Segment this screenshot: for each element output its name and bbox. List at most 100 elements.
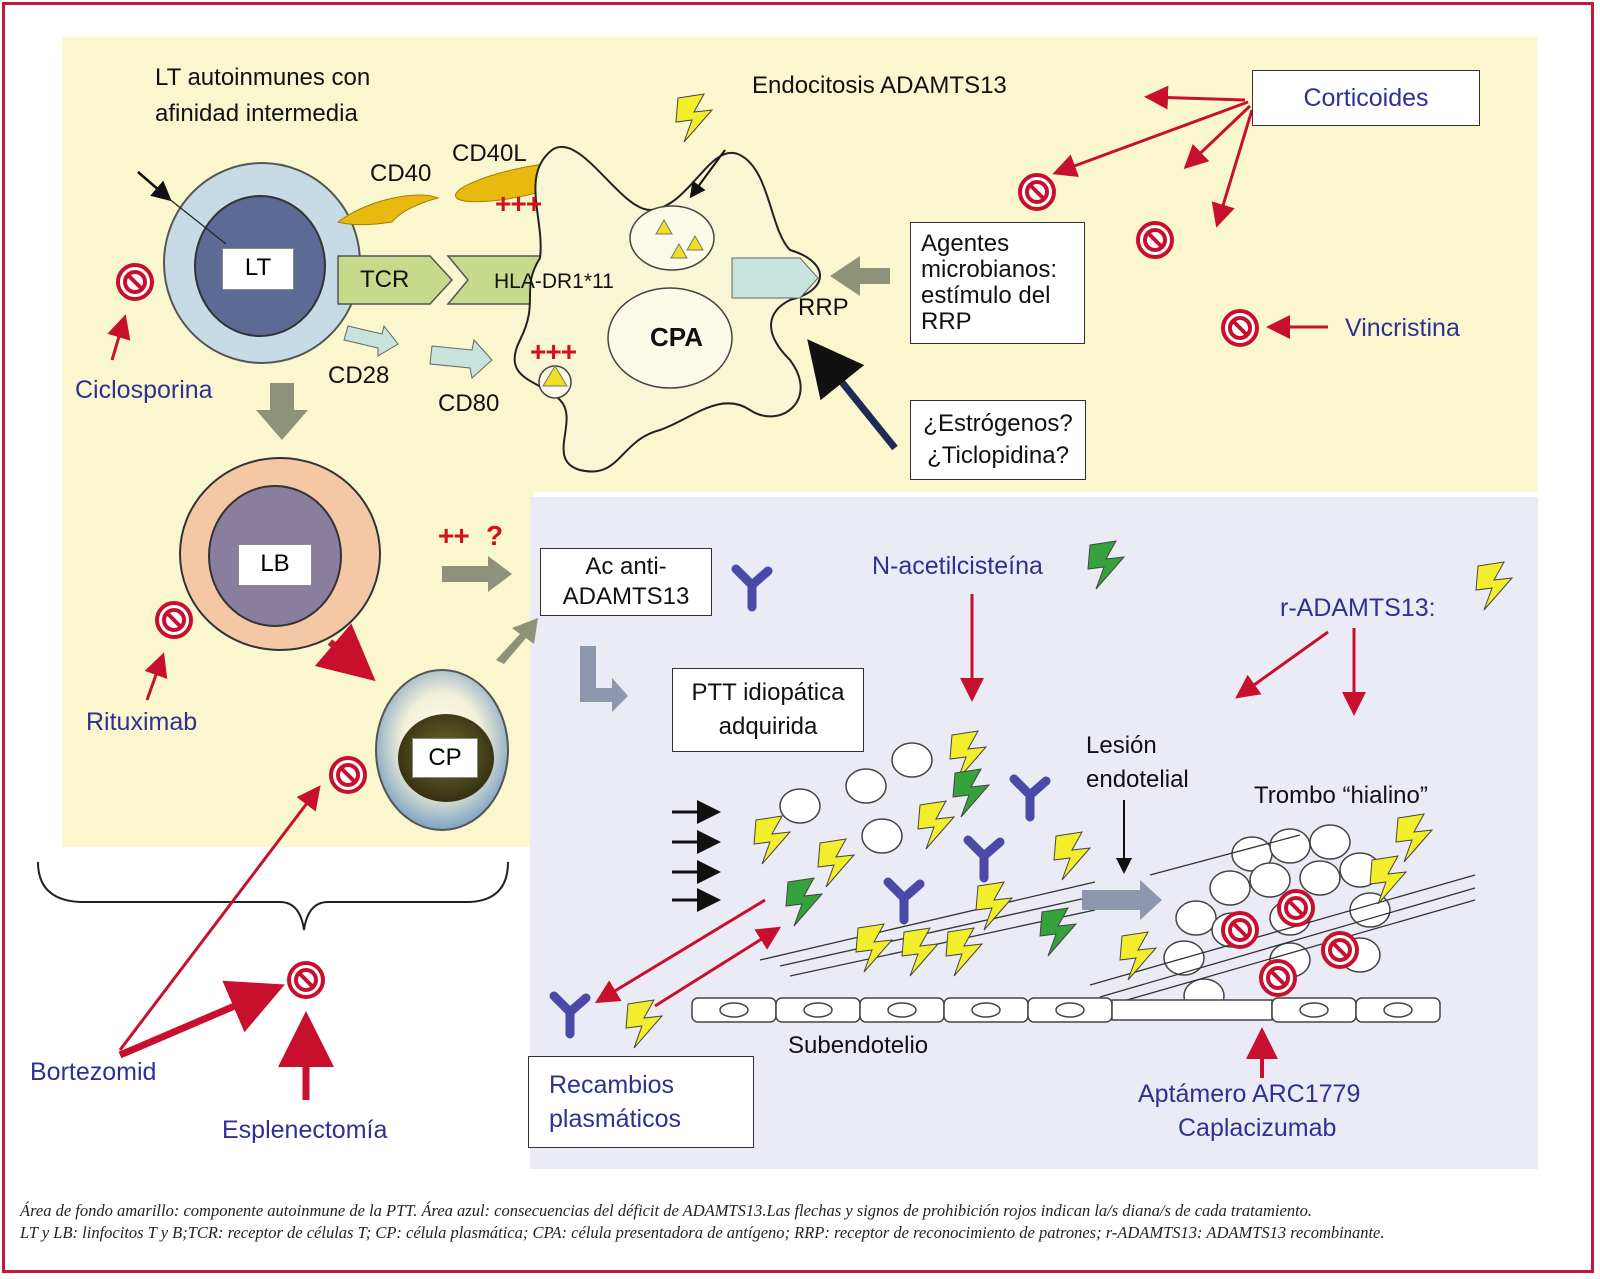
agents-box: Agentes microbianos: estímulo del RRP bbox=[910, 222, 1085, 344]
inhibition-icon bbox=[155, 601, 193, 639]
endothelium bbox=[691, 997, 1441, 1023]
vincristina-label: Vincristina bbox=[1345, 314, 1460, 342]
lt-pointer-line bbox=[167, 197, 227, 245]
ac-line: Ac anti- bbox=[585, 553, 667, 580]
cd28-label: CD28 bbox=[328, 362, 390, 389]
triangle-icon bbox=[670, 242, 688, 259]
rituximab-arrow bbox=[144, 652, 168, 701]
corticoides-arrow bbox=[1052, 100, 1249, 178]
cp-to-ac-arrow bbox=[496, 618, 538, 664]
ciclosporina-arrow bbox=[107, 314, 131, 361]
lightning-icon bbox=[675, 93, 713, 143]
cd40-label: CD40 bbox=[370, 160, 432, 187]
rituximab-label: Rituximab bbox=[86, 708, 198, 736]
recambios-box: Recambios plasmáticos bbox=[528, 1056, 754, 1148]
antibody-icon bbox=[736, 569, 768, 607]
cd40-shape bbox=[336, 194, 440, 226]
lt-title-line1: LT autoinmunes con bbox=[155, 64, 371, 91]
inhibition-icon bbox=[1221, 911, 1259, 949]
estrogen-box: ¿Estrógenos? ¿Ticlopidina? bbox=[910, 400, 1086, 480]
rrp-label: RRP bbox=[798, 294, 849, 321]
ptt-box: PTT idiopática adquirida bbox=[672, 668, 864, 752]
ac-box: Ac anti- ADAMTS13 bbox=[540, 548, 712, 616]
agents-line: RRP bbox=[921, 308, 972, 335]
inhibition-icon bbox=[1221, 309, 1259, 347]
plus-lb: ++ bbox=[438, 520, 470, 551]
ptt-line: PTT idiopática bbox=[691, 679, 845, 706]
inhibition-icon bbox=[1018, 173, 1056, 211]
endosome bbox=[629, 205, 715, 271]
agents-line: Agentes bbox=[921, 230, 1010, 257]
lt-pointer-arrow bbox=[137, 171, 172, 202]
cd80-shape bbox=[429, 338, 493, 379]
agents-arrow bbox=[830, 256, 890, 296]
plus-bottom: +++ bbox=[530, 336, 577, 367]
lesion-line2: endotelial bbox=[1086, 766, 1189, 793]
corticoides-arrow bbox=[1211, 109, 1254, 228]
recambios-arrow bbox=[654, 926, 782, 1008]
ciclosporina-label: Ciclosporina bbox=[75, 376, 213, 404]
subendotelio-label: Subendotelio bbox=[788, 1032, 929, 1059]
caplacizumab-label: Caplacizumab bbox=[1178, 1114, 1337, 1142]
recambios-line: plasmáticos bbox=[549, 1105, 681, 1133]
lb-to-cp-arrow bbox=[314, 623, 376, 682]
inhibition-icon bbox=[1259, 959, 1297, 997]
esplenectomia-label: Esplenectomía bbox=[222, 1116, 388, 1144]
lightning-green-icon bbox=[1087, 540, 1125, 590]
inhibition-icon bbox=[1136, 221, 1174, 259]
triangle-icon bbox=[686, 234, 704, 251]
radamts13-label: r-ADAMTS13: bbox=[1280, 594, 1436, 622]
lb-to-ac-arrow bbox=[442, 556, 512, 592]
aptamero-label: Aptámero ARC1779 bbox=[1138, 1080, 1361, 1108]
rrp-shape bbox=[731, 257, 819, 299]
tcr-shape bbox=[337, 255, 454, 305]
inhibition-icon bbox=[116, 263, 154, 301]
hla-label: HLA-DR1*11 bbox=[494, 270, 614, 293]
inhibition-icon bbox=[329, 756, 367, 794]
cpa-label: CPA bbox=[650, 322, 703, 352]
lesion-line1: Lesión bbox=[1086, 732, 1157, 759]
lesion-arrow bbox=[1082, 880, 1162, 920]
nac-label: N-acetilcisteína bbox=[872, 552, 1043, 580]
cd40l-label: CD40L bbox=[452, 140, 527, 167]
recambios-line: Recambios bbox=[549, 1071, 675, 1099]
inhibition-icon bbox=[1277, 889, 1315, 927]
estrogen-arrow bbox=[807, 339, 898, 451]
ptt-arrow bbox=[580, 646, 628, 712]
flow-arrows bbox=[672, 800, 721, 912]
estrogen-line: ¿Ticlopidina? bbox=[927, 442, 1069, 469]
question-mark: ? bbox=[486, 520, 503, 551]
agents-line: estímulo del bbox=[921, 282, 1051, 309]
plus-top: +++ bbox=[495, 188, 542, 219]
bortezomid-label: Bortezomid bbox=[30, 1058, 157, 1086]
bortezomid-arrow bbox=[118, 785, 321, 1051]
cp-label: CP bbox=[412, 738, 478, 778]
lb-label: LB bbox=[238, 544, 312, 586]
inhibition-icon bbox=[287, 961, 325, 999]
lt-title-line2: afinidad intermedia bbox=[155, 100, 358, 127]
agents-line: microbianos: bbox=[921, 256, 1058, 283]
fibrin-lines bbox=[759, 834, 1476, 1003]
inhibition-icon bbox=[1321, 931, 1359, 969]
corticoides-arrow bbox=[1144, 85, 1246, 110]
lt-to-lb-arrow bbox=[256, 383, 308, 440]
cd28-shape bbox=[343, 324, 399, 357]
triangle-icon bbox=[542, 365, 568, 387]
corticoides-label: Corticoides bbox=[1303, 84, 1429, 112]
radamts-arrow bbox=[1235, 630, 1329, 699]
recambios-arrow bbox=[594, 898, 766, 1004]
lt-label: LT bbox=[222, 248, 294, 290]
cd80-label: CD80 bbox=[438, 390, 500, 417]
lightning-icon bbox=[1475, 561, 1513, 611]
triangle-icon bbox=[655, 218, 673, 235]
figure-caption: Área de fondo amarillo: componente autoi… bbox=[20, 1200, 1580, 1244]
caption-line1: Área de fondo amarillo: componente autoi… bbox=[20, 1201, 1313, 1220]
endocytosis-label: Endocitosis ADAMTS13 bbox=[752, 72, 1007, 99]
tcr-label: TCR bbox=[360, 266, 410, 293]
estrogen-line: ¿Estrógenos? bbox=[923, 410, 1073, 437]
endocytosis-arrow bbox=[689, 149, 726, 199]
bracket bbox=[37, 861, 509, 931]
trombo-label: Trombo “hialino” bbox=[1254, 782, 1428, 809]
bortezomid-splen-arrow bbox=[118, 980, 285, 1059]
